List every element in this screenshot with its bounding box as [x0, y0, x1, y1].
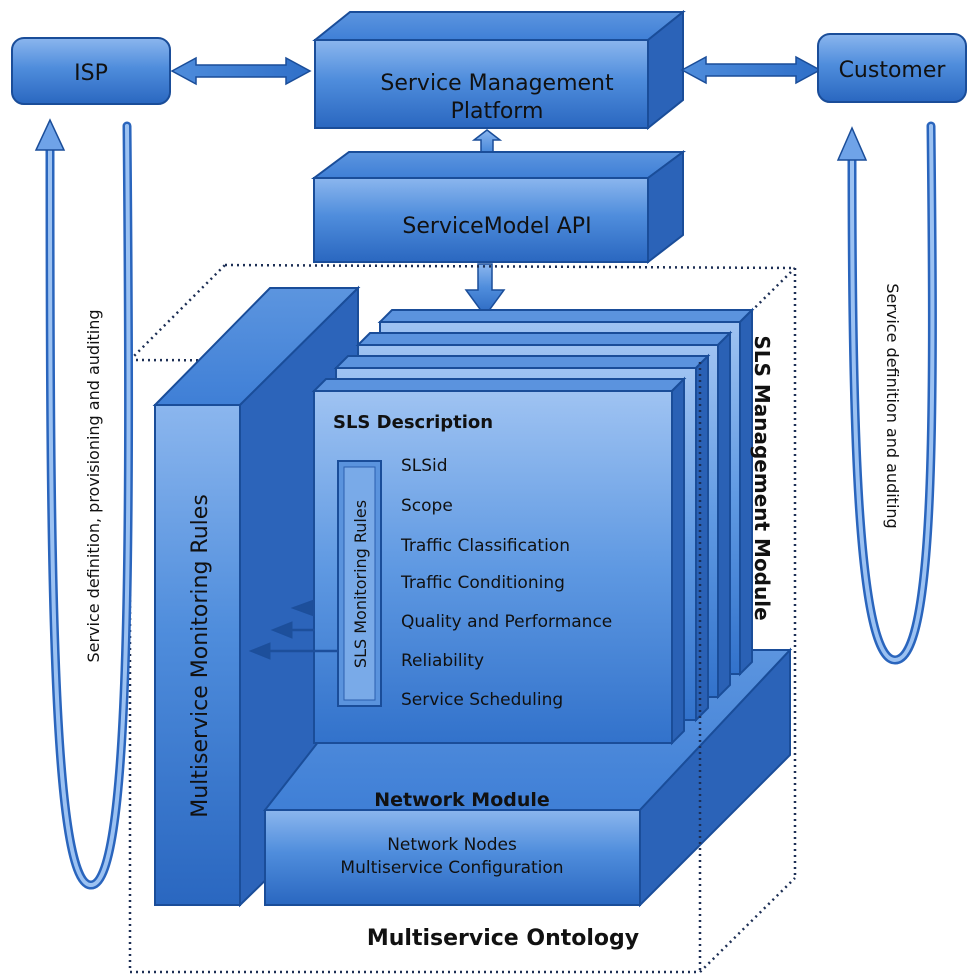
- customer-loop-arrow: Service definition and auditing: [836, 121, 937, 665]
- sls-item: Reliability: [401, 651, 484, 671]
- sls-monitoring-rules-label: SLS Monitoring Rules: [351, 500, 370, 668]
- platform-title-line1: Service Management: [380, 71, 614, 96]
- sls-item: Traffic Conditioning: [400, 573, 565, 593]
- sls-item: Service Scheduling: [401, 690, 563, 710]
- network-module-title: Network Module: [374, 789, 550, 811]
- customer-label: Customer: [839, 58, 947, 83]
- customer-node: Customer: [817, 33, 967, 103]
- ontology-label: Multiservice Ontology: [367, 926, 639, 951]
- service-management-platform: Service Management Platform: [312, 9, 686, 131]
- isp-platform-arrow: [170, 56, 312, 86]
- sls-item: Quality and Performance: [401, 612, 612, 632]
- sls-management-module-label: SLS Management Module: [750, 335, 774, 620]
- api-label: ServiceModel API: [402, 214, 591, 239]
- customer-loop-label: Service definition and auditing: [883, 283, 902, 528]
- sls-description-title: SLS Description: [333, 412, 493, 433]
- multiservice-rules-label: Multiservice Monitoring Rules: [188, 494, 213, 818]
- sls-item: SLSid: [401, 456, 448, 476]
- network-line1: Network Nodes: [387, 835, 517, 855]
- network-line2: Multiservice Configuration: [340, 858, 563, 878]
- isp-loop-label: Service definition, provisioning and aud…: [84, 309, 103, 662]
- rules-feedback-arrows: [248, 599, 338, 660]
- platform-customer-arrow: [680, 55, 822, 85]
- sls-panel-stack: SLS Description SLS Monitoring Rules SLS…: [311, 307, 755, 746]
- platform-title-line2: Platform: [451, 99, 544, 124]
- servicemodel-api: ServiceModel API: [310, 150, 687, 265]
- isp-label: ISP: [74, 61, 108, 86]
- isp-node: ISP: [11, 37, 171, 105]
- sls-item: Scope: [401, 496, 453, 516]
- sls-monitoring-rules-bar: SLS Monitoring Rules: [337, 460, 382, 707]
- sls-items-list: SLSid Scope Traffic Classification Traff…: [400, 456, 612, 710]
- sls-panel-front: SLS Description SLS Monitoring Rules SLS…: [311, 376, 687, 746]
- api-sls-arrow: [464, 263, 506, 318]
- isp-loop-arrow: Service definition, provisioning and aud…: [34, 118, 134, 890]
- sls-item: Traffic Classification: [400, 536, 570, 556]
